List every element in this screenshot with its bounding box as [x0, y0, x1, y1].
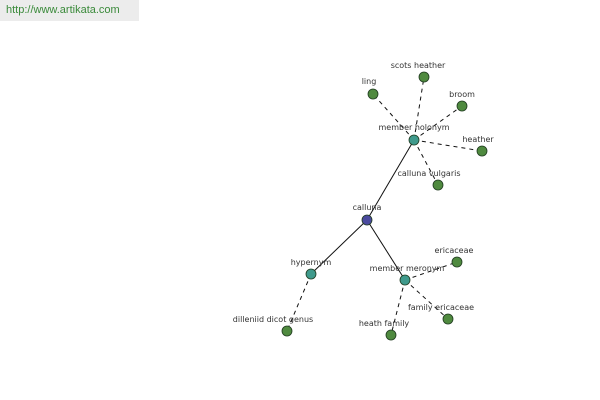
- graph-labels: calluna member holonym hypernym member mero…: [233, 61, 495, 328]
- node-family-ericaceae-label[interactable]: family ericaceae: [408, 303, 474, 312]
- node-scots-heather-label[interactable]: scots heather: [391, 61, 446, 70]
- edge-family_ericaceae: [404, 279, 449, 320]
- node-calluna[interactable]: [361, 214, 373, 226]
- node-ling-label[interactable]: ling: [362, 77, 377, 86]
- node-member-holonym[interactable]: [408, 134, 420, 146]
- url-banner[interactable]: http://www.artikata.com: [0, 0, 139, 21]
- node-hypernym[interactable]: [305, 268, 317, 280]
- edge-broom: [413, 105, 463, 141]
- node-dilleniid-dicot-genus[interactable]: [281, 325, 293, 337]
- node-family-ericaceae[interactable]: [442, 313, 454, 325]
- edge-member_holonym: [366, 139, 415, 221]
- edge-hypernym: [310, 219, 368, 275]
- node-heath-family-label[interactable]: heath family: [359, 319, 410, 328]
- node-calluna-vulgaris[interactable]: [432, 179, 444, 191]
- node-broom[interactable]: [456, 100, 468, 112]
- edge-heath_family: [390, 279, 406, 336]
- edge-ling: [372, 93, 415, 141]
- graph-edges: [286, 76, 483, 336]
- edge-dilleniid_dicot_genus: [286, 273, 312, 332]
- node-heath-family[interactable]: [385, 329, 397, 341]
- edge-ericaceae: [404, 261, 458, 281]
- node-broom-label[interactable]: broom: [449, 90, 475, 99]
- node-hypernym-label[interactable]: hypernym: [291, 258, 332, 267]
- node-scots-heather[interactable]: [418, 71, 430, 83]
- edge-calluna_vulgaris: [413, 139, 439, 186]
- node-heather[interactable]: [476, 145, 488, 157]
- node-ericaceae-label[interactable]: ericaceae: [435, 246, 474, 255]
- node-ling[interactable]: [367, 88, 379, 100]
- edge-scots_heather: [413, 76, 425, 141]
- node-ericaceae[interactable]: [451, 256, 463, 268]
- node-calluna-label[interactable]: calluna: [353, 203, 382, 212]
- node-member-holonym-label[interactable]: member holonym: [378, 123, 449, 132]
- node-calluna-vulgaris-label[interactable]: calluna vulgaris: [397, 169, 460, 178]
- graph-nodes: [281, 71, 488, 341]
- node-heather-label[interactable]: heather: [462, 135, 494, 144]
- edge-member_meronym: [366, 219, 406, 281]
- edge-heather: [413, 139, 483, 152]
- node-member-meronym[interactable]: [399, 274, 411, 286]
- node-member-meronym-label[interactable]: member meronym: [370, 264, 445, 273]
- node-dilleniid-dicot-genus-label[interactable]: dilleniid dicot genus: [233, 315, 313, 324]
